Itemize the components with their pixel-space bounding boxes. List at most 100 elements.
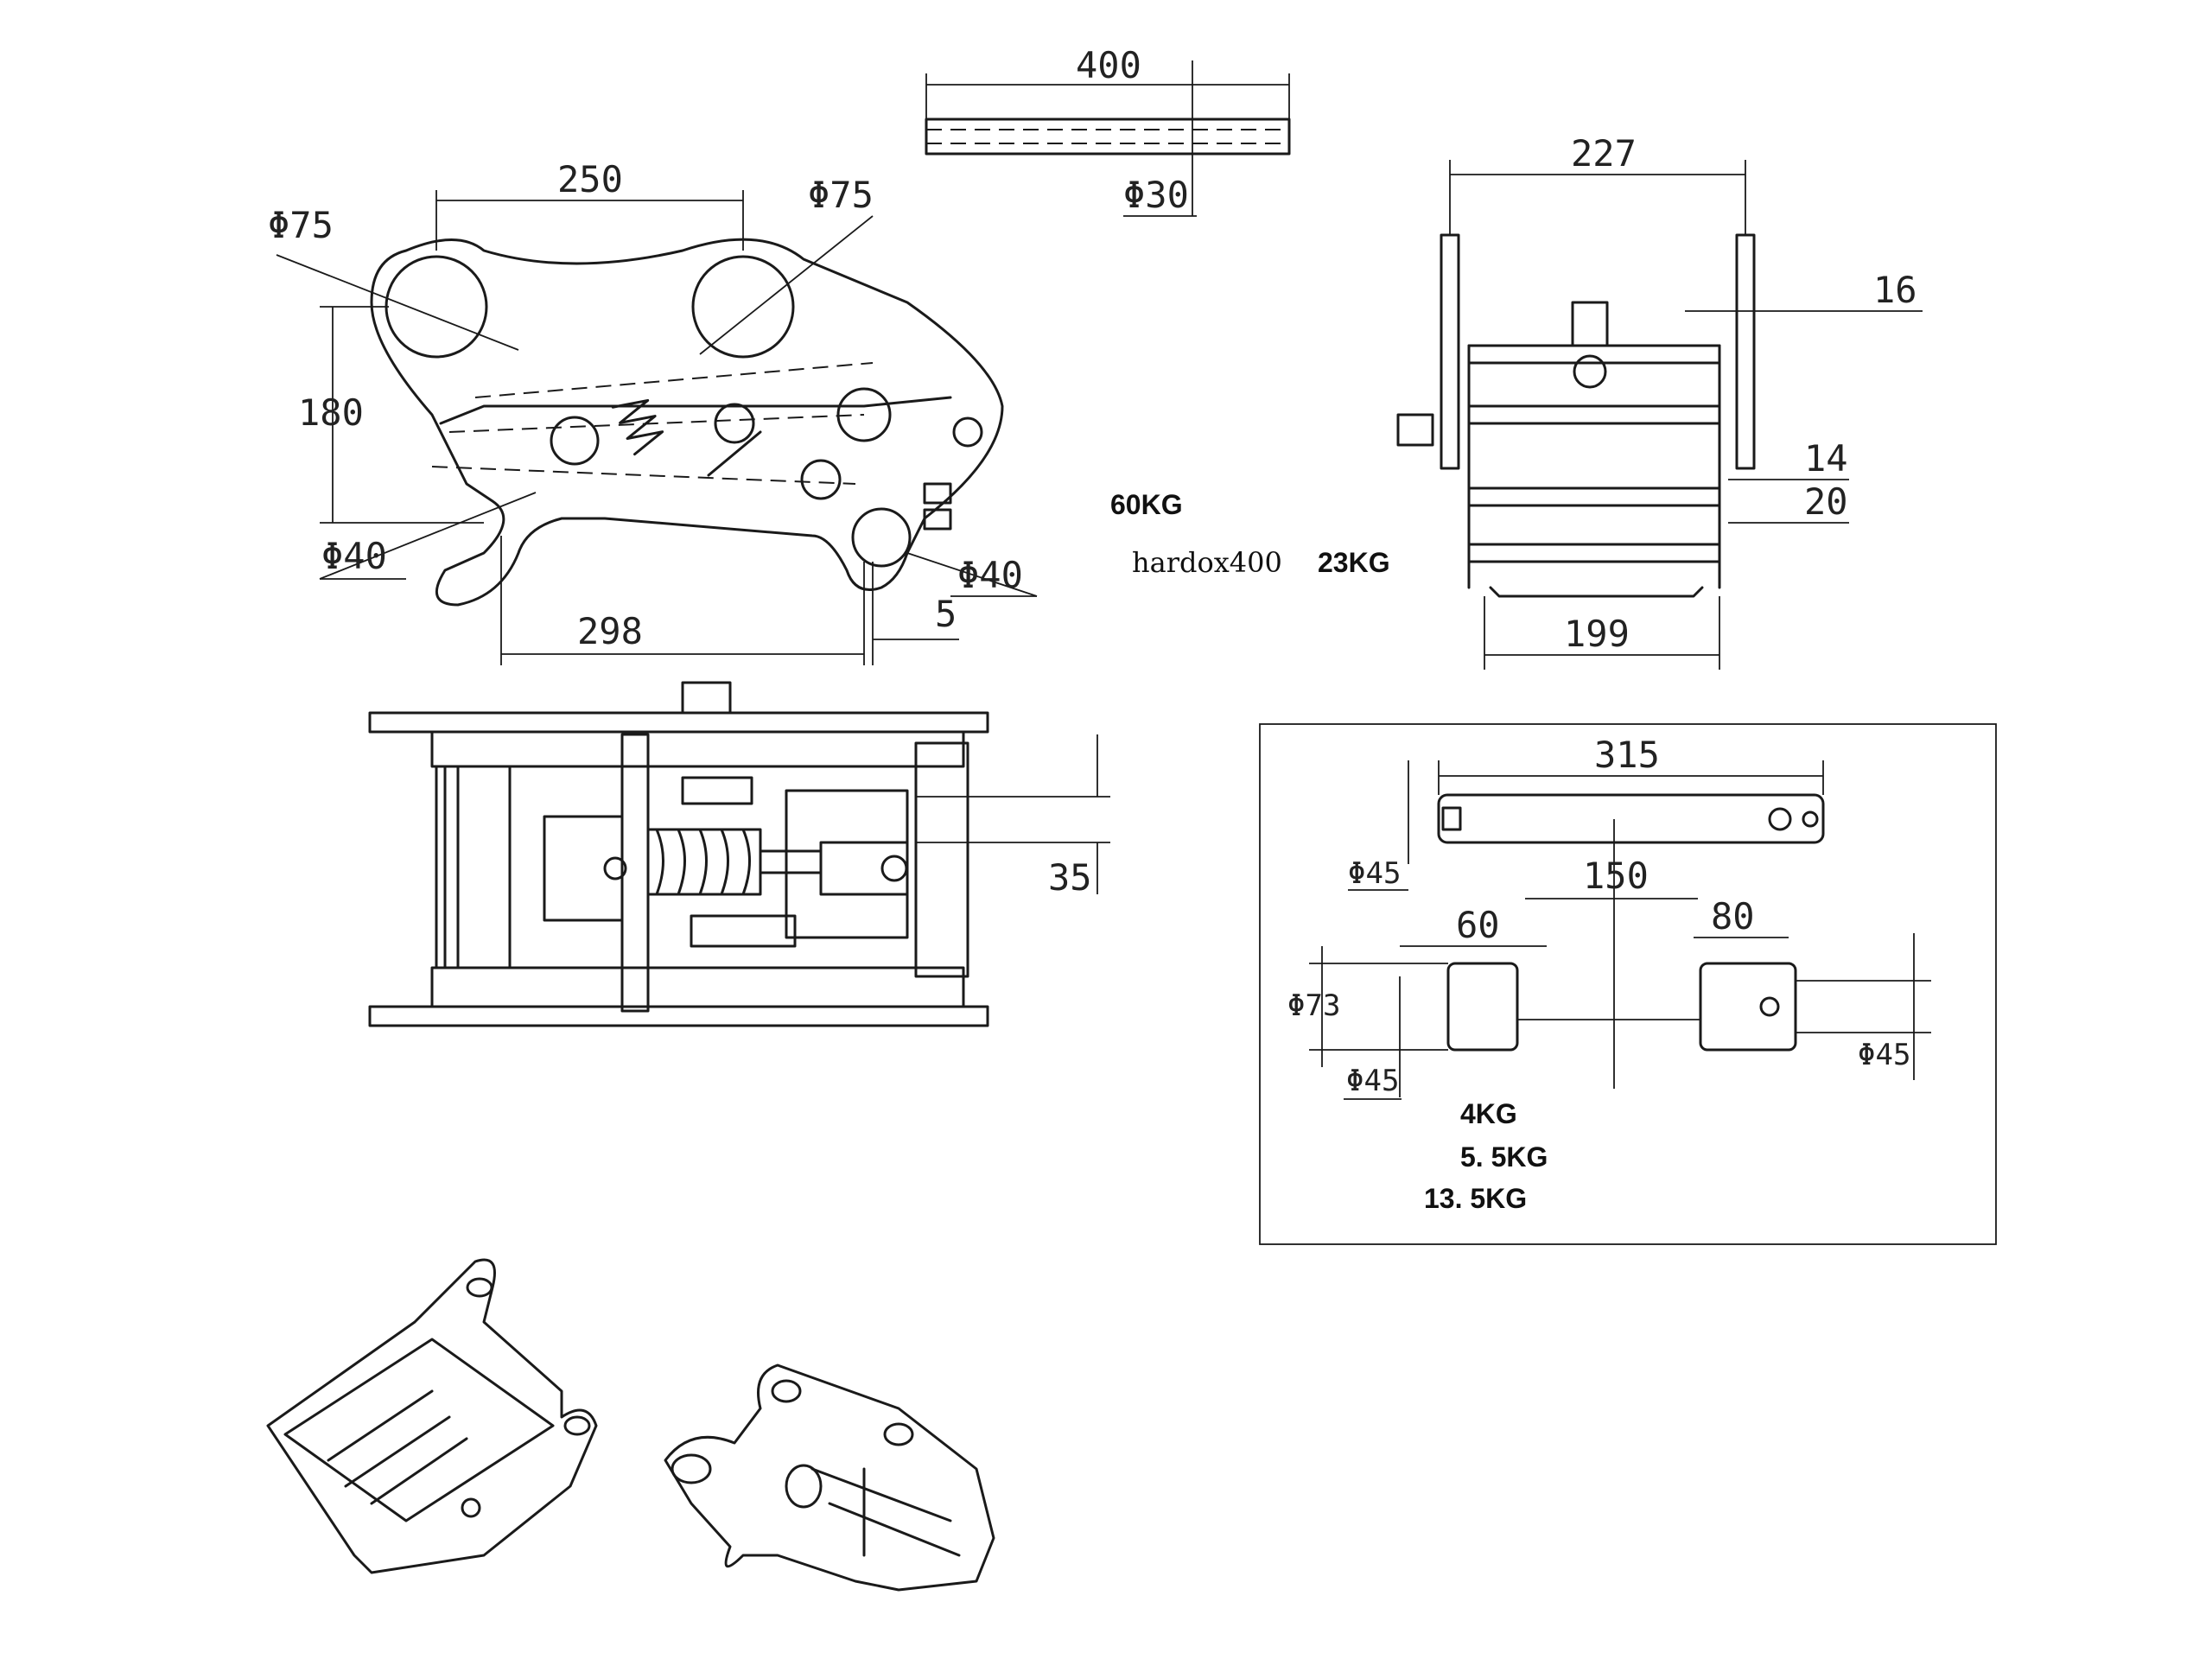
iso-right-hole-2 <box>771 1379 802 1403</box>
end-crossbar-4 <box>1467 543 1721 563</box>
end-crossbar-1 <box>1467 344 1721 365</box>
side-small-hole <box>952 416 983 448</box>
plan-spring <box>655 828 751 896</box>
side-bolt-3 <box>714 403 755 444</box>
dim-phi45-top-label: Φ45 <box>1348 856 1401 891</box>
plan-latch-face <box>819 841 909 896</box>
side-slot-1 <box>923 482 952 505</box>
dim-phi40-left-label: Φ40 <box>321 535 387 577</box>
side-bolt-4 <box>800 459 842 500</box>
dim-5-label: 5 <box>935 593 957 635</box>
end-view: 227 16 14 20 199 <box>1396 132 1923 670</box>
plan-center-bolt <box>603 856 627 880</box>
end-crossbar-3 <box>1467 486 1721 507</box>
pin-view: 400 Φ30 <box>925 44 1291 217</box>
dim-199-label: 199 <box>1564 613 1630 655</box>
plan-bottom-plate <box>368 1005 989 1027</box>
iso-left-mechanism <box>327 1389 468 1505</box>
dim-150-label: 150 <box>1583 855 1649 897</box>
end-plate-left <box>1440 233 1460 470</box>
side-bolt-1 <box>550 416 600 466</box>
long-pin-hole-2 <box>1802 810 1819 828</box>
parts-weight-3: 13. 5KG <box>1424 1183 1527 1214</box>
side-view-plate-edge <box>439 396 952 425</box>
parts-weight-1: 4KG <box>1460 1098 1517 1129</box>
dim-315-label: 315 <box>1594 734 1660 776</box>
iso-right-hole-3 <box>883 1422 914 1446</box>
side-view-outline <box>370 238 1004 607</box>
hidden-lines <box>431 362 874 485</box>
plan-left-box <box>543 815 624 922</box>
dim-phi40-right-label: Φ40 <box>957 554 1023 596</box>
isometric-view-right <box>664 1363 995 1592</box>
latch-arm <box>707 430 762 477</box>
dim-227-label: 227 <box>1571 132 1637 175</box>
iso-right-mechanism <box>810 1467 961 1557</box>
end-handle <box>1396 413 1434 447</box>
iso-right-hole-1 <box>671 1453 712 1484</box>
end-bolt-block <box>1571 301 1609 347</box>
iso-left-bolt <box>461 1497 481 1518</box>
dim-35-label: 35 <box>1048 856 1092 899</box>
long-pin-hole-1 <box>1768 807 1792 831</box>
dim-250-label: 250 <box>557 158 623 200</box>
bushing-right <box>1699 962 1797 1052</box>
dim-80-label: 80 <box>1711 895 1755 938</box>
end-crossbar-2 <box>1467 404 1721 425</box>
plan-latch-hole <box>880 855 908 882</box>
dim-phi45-bottom-label: Φ45 <box>1346 1064 1399 1098</box>
dim-298-label: 298 <box>577 610 643 652</box>
isometric-view-left <box>266 1258 598 1574</box>
iso-left-body <box>266 1258 598 1574</box>
side-bolt-2 <box>836 387 892 442</box>
dim-60-label: 60 <box>1456 904 1500 946</box>
end-plate-right <box>1735 233 1756 470</box>
plan-bottom-nut <box>690 914 797 948</box>
dim-400-label: 400 <box>1076 44 1141 86</box>
parts-weight-2: 5. 5KG <box>1460 1141 1548 1173</box>
iso-left-hole-1 <box>466 1277 493 1298</box>
side-slot-2 <box>923 508 952 531</box>
bushing-left <box>1446 962 1519 1052</box>
side-view: 250 Φ75 Φ75 180 Φ40 Φ40 298 5 <box>268 158 1038 665</box>
dim-16-label: 16 <box>1873 269 1917 311</box>
plan-bottom-bar <box>430 966 965 1008</box>
spring <box>611 398 664 456</box>
iso-left-hole-2 <box>563 1415 591 1436</box>
iso-right-bushing <box>785 1464 823 1509</box>
plan-latch-block <box>785 789 909 939</box>
parts-box-frame <box>1259 723 1997 1245</box>
long-pin-head <box>1441 806 1462 831</box>
weight-part: 23KG <box>1318 547 1390 578</box>
dim-phi75-right-label: Φ75 <box>808 174 874 216</box>
material-note: hardox400 <box>1132 546 1282 579</box>
dim-phi45-right-label: Φ45 <box>1858 1038 1910 1072</box>
parts-box: 315 Φ45 150 60 80 Φ73 Φ45 Φ45 4KG 5. 5KG… <box>1259 723 1997 1245</box>
dim-phi30-label: Φ30 <box>1123 174 1189 216</box>
plan-top-bar <box>430 730 965 768</box>
long-pin <box>1437 793 1825 844</box>
top-pin-hole-left <box>385 255 488 359</box>
end-bolt <box>1573 354 1607 389</box>
plan-view: 35 <box>368 681 1110 1027</box>
iso-left-top <box>283 1338 555 1522</box>
dim-phi73-label: Φ73 <box>1287 988 1340 1023</box>
dim-20-label: 20 <box>1804 480 1848 523</box>
plan-right-frame <box>914 741 969 978</box>
weight-total: 60KG <box>1110 489 1183 520</box>
pin-body <box>925 118 1291 156</box>
iso-right-body <box>664 1363 995 1592</box>
plan-rod <box>759 849 823 874</box>
dim-180-label: 180 <box>298 391 364 434</box>
dim-phi75-left-label: Φ75 <box>268 204 334 246</box>
plan-top-bolt <box>681 681 732 715</box>
weight-notes: 60KG hardox400 23KG <box>1110 489 1390 579</box>
top-pin-hole-right <box>691 255 795 359</box>
plan-top-nut <box>681 776 753 805</box>
dim-14-label: 14 <box>1804 437 1848 480</box>
end-sides <box>1467 344 1721 589</box>
end-bottom <box>1489 586 1704 598</box>
plan-top-plate <box>368 711 989 734</box>
plan-left-block <box>435 765 512 969</box>
